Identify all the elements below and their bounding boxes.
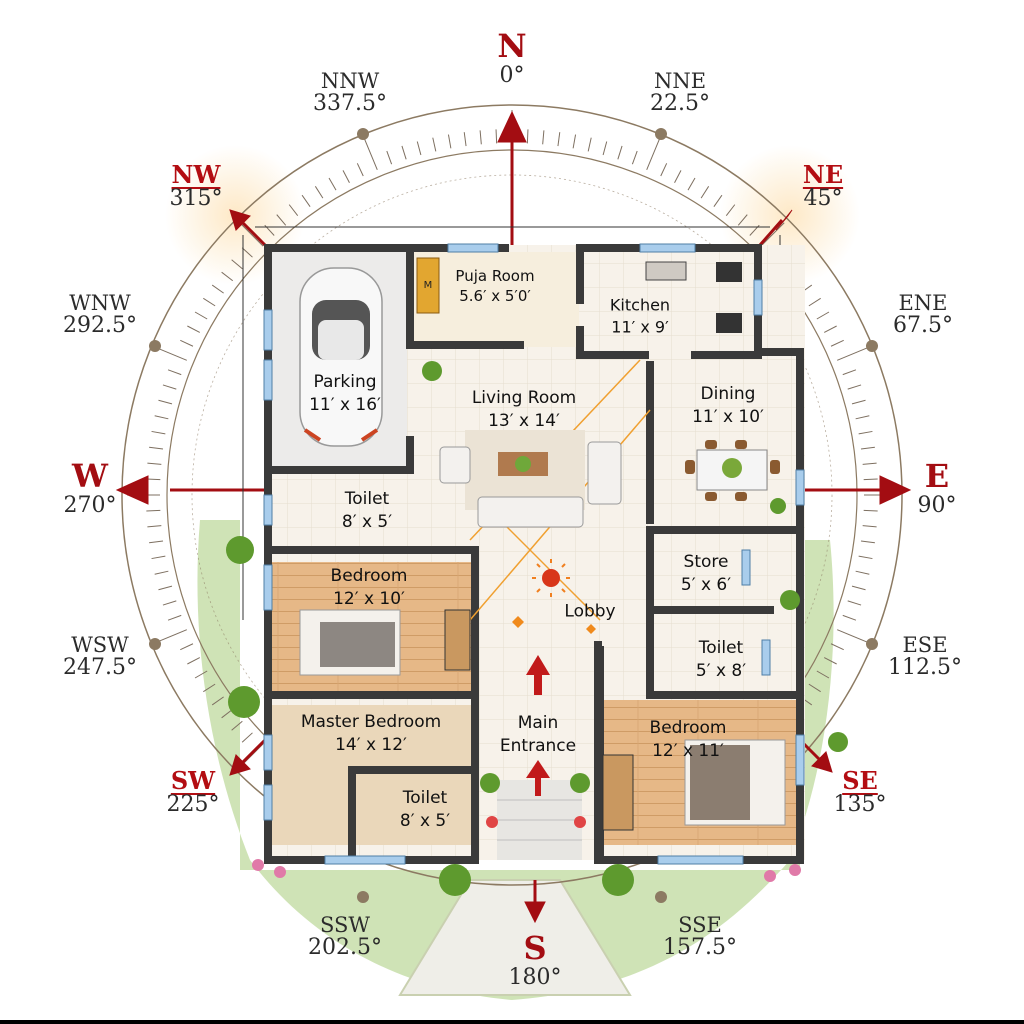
direction-nw: NW 315° [169,160,223,212]
room-toilet-3: Toilet 8′ x 5′ [399,788,451,831]
direction-w: W 270° [63,457,117,518]
bottom-border [0,1020,1024,1024]
direction-ene: ENE 67.5° [893,291,953,339]
compass-dots [149,128,878,903]
entrance-arrows [526,655,550,796]
direction-nne: NNE 22.5° [650,69,710,117]
room-living: Living Room 13′ x 14′ [471,388,577,431]
puja-floor [414,252,579,347]
kitchen-appliances [645,261,742,333]
direction-wsw: WSW 247.5° [63,633,137,681]
direction-n: N 0° [497,27,527,88]
room-master-bedroom: Master Bedroom 14′ x 12′ [300,712,442,755]
room-main-entrance: Main Entrance [499,713,577,756]
garden-lawn [197,520,834,1000]
energy-markers [512,616,596,634]
windows [263,243,805,865]
room-store: Store 5′ x 6′ [680,552,732,595]
room-toilet-2: Toilet 5′ x 8′ [695,638,747,681]
direction-ese: ESE 112.5° [888,633,962,681]
living-room-furniture [439,430,622,528]
direction-arrows [115,110,912,924]
dining-table [685,440,780,501]
bedroom-1-bed [299,609,471,676]
room-dining: Dining 11′ x 10′ [692,384,764,427]
direction-ssw: SSW 202.5° [308,913,382,961]
direction-s: S 180° [508,929,562,990]
flowers [252,816,801,882]
direction-wnw: WNW 292.5° [63,291,137,339]
room-toilet-1: Toilet 8′ x 5′ [341,489,393,532]
step-lines [497,799,582,841]
car-icon [299,267,383,447]
room-bedroom-1: Bedroom 12′ x 10′ [330,566,408,609]
brahmasthan-icon [532,559,570,597]
room-lobby: Lobby [564,601,616,622]
direction-se: SE 135° [833,766,887,818]
room-puja: Puja Room 5.6′ x 5′0′ [455,266,535,305]
plants [226,361,848,896]
direction-sw: SW 225° [166,766,220,818]
svg-text:M: M [424,280,433,291]
direction-nnw: NNW 337.5° [313,69,387,117]
direction-sse: SSE 157.5° [663,913,737,961]
master-bedroom-floor [272,705,472,845]
room-bedroom-2: Bedroom 12′ x 11′ [649,718,727,761]
direction-e: E 90° [917,457,957,518]
puja-shrine: M [416,257,440,314]
room-parking: Parking 11′ x 16′ [309,372,381,415]
walls [264,244,804,864]
room-kitchen: Kitchen 11′ x 9′ [609,295,671,336]
bedroom-2-bed [602,739,786,831]
direction-ne: NE 45° [802,160,844,212]
stone-pathway [398,879,632,996]
